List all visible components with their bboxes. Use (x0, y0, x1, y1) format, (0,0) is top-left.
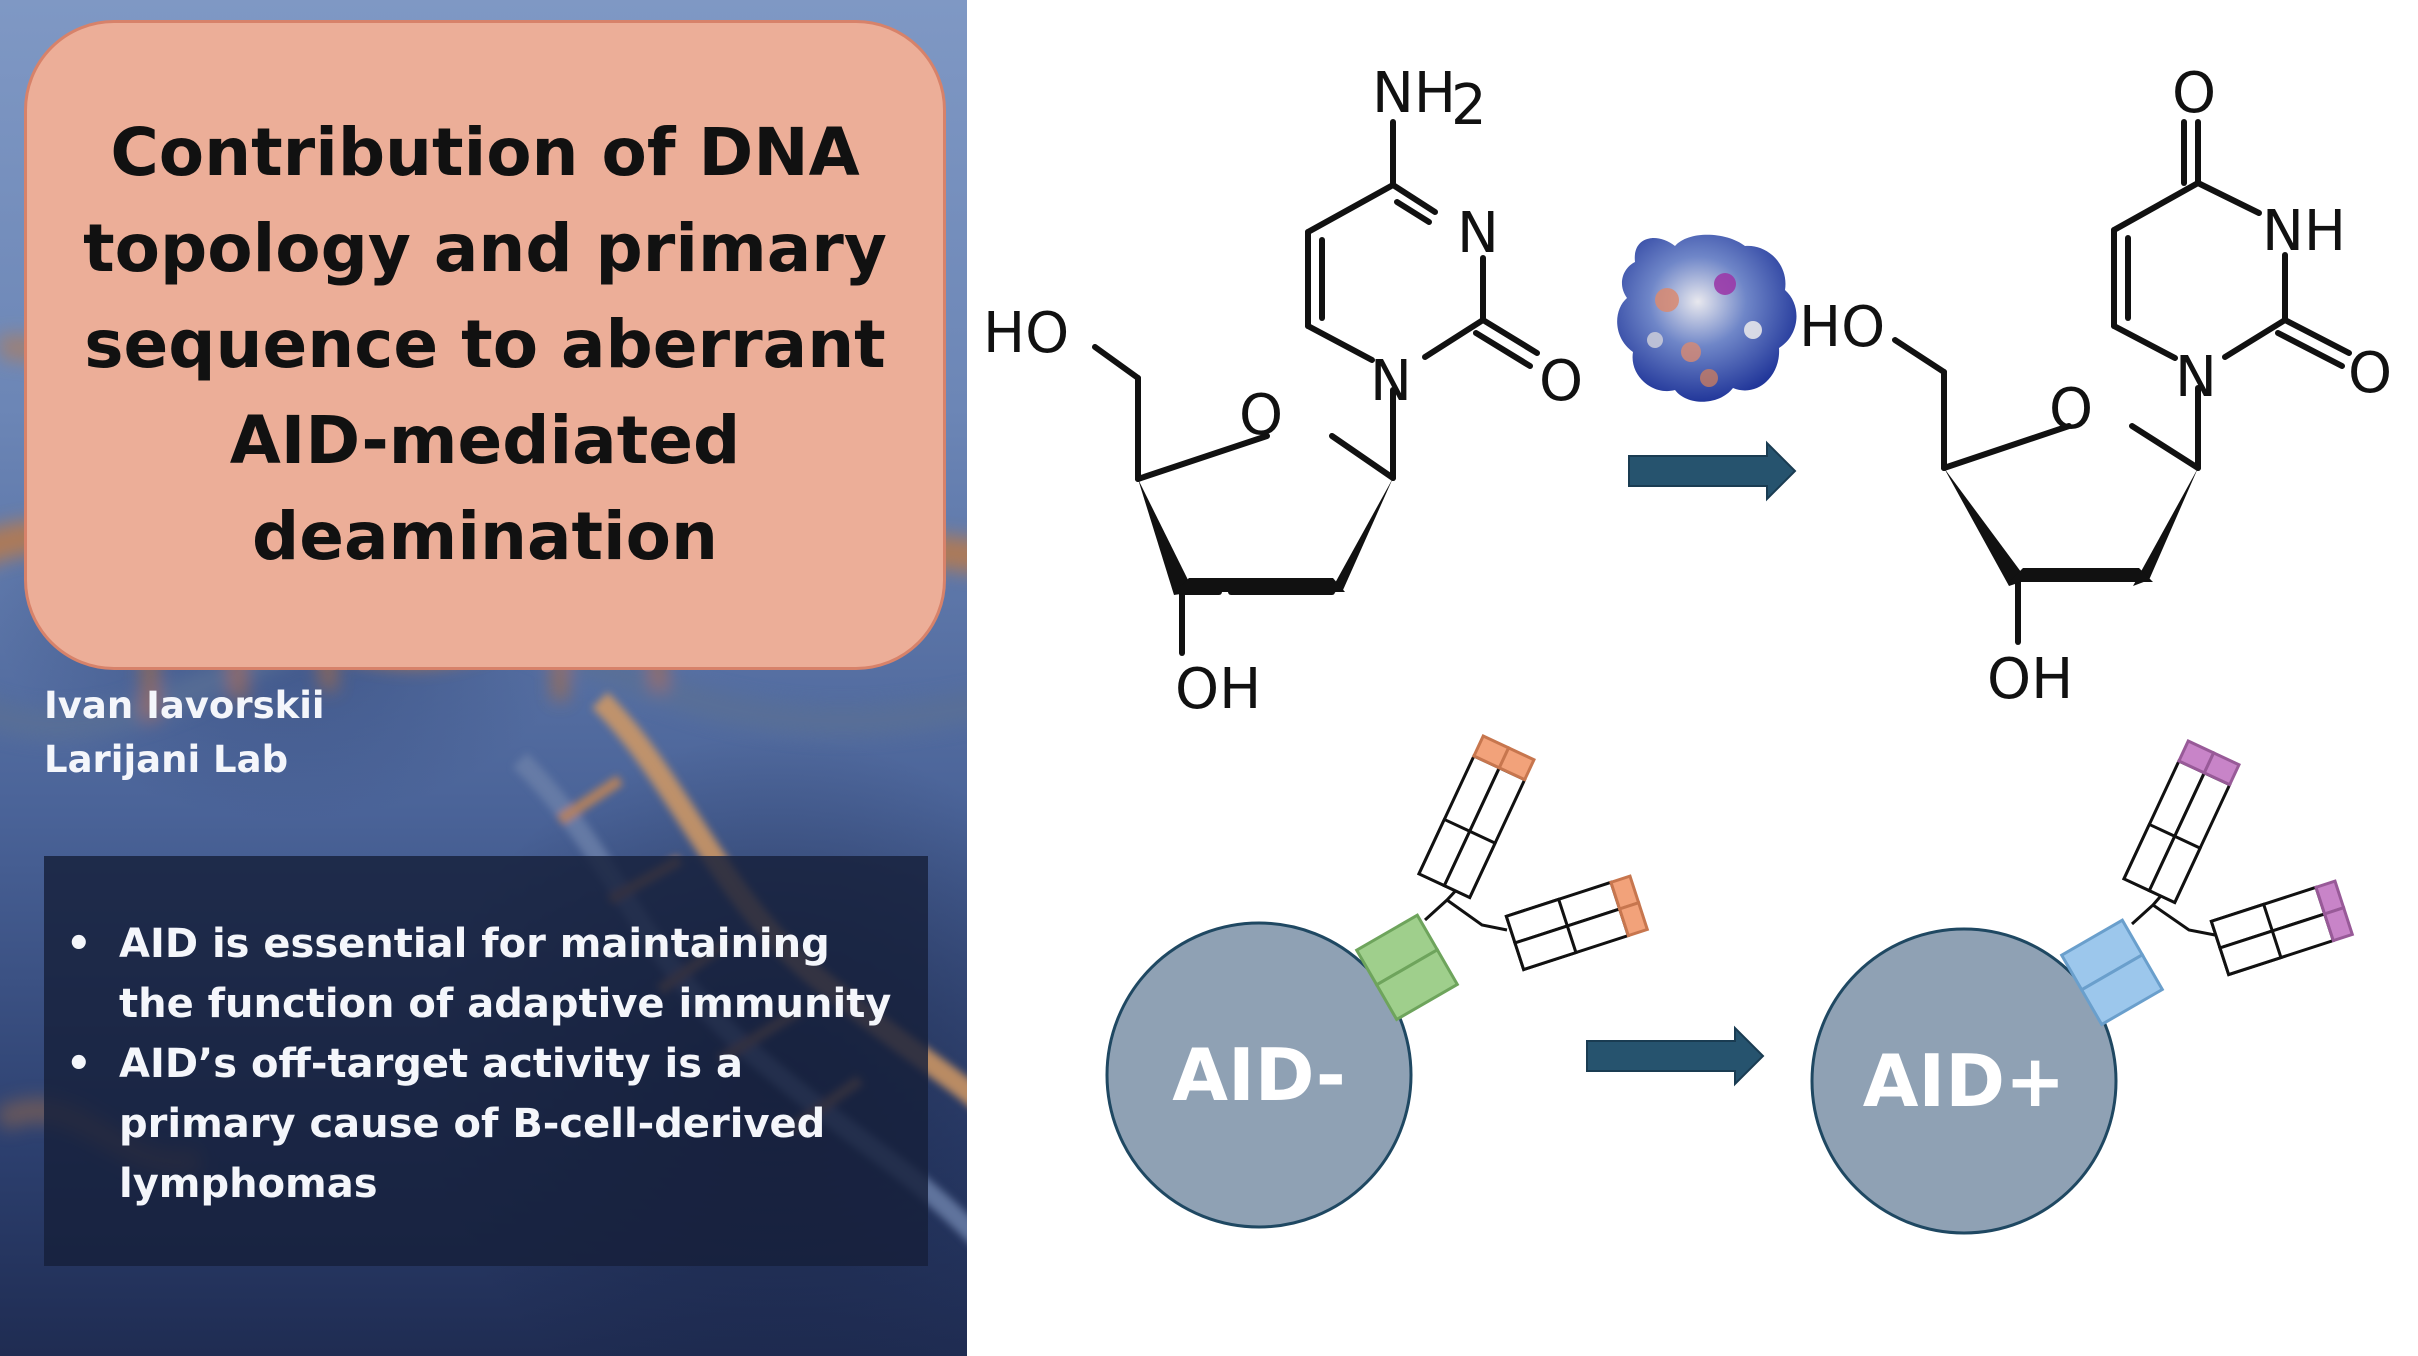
author-name: Ivan Iavorskii (44, 684, 325, 727)
deoxycytidine-structure (1092, 119, 1540, 656)
glycosidic-n-label: N (2175, 345, 2217, 410)
deoxyuridine-structure (1892, 119, 2352, 645)
left-panel: Contribution of DNA topology and primary… (0, 0, 967, 1356)
bullet-box: • AID is essential for maintaining the f… (44, 856, 928, 1266)
bullet-item: • AID is essential for maintaining the f… (44, 914, 908, 1034)
aid-negative-label: AID- (1172, 1033, 1346, 1117)
ring-o-label: O (2049, 377, 2093, 442)
glycosidic-n-label: N (1370, 349, 1412, 414)
b-cell-receptor-icon (1354, 734, 1650, 1022)
deoxyuridine-labels: O NH N O O HO OH (1799, 61, 2392, 712)
b-cell-aid-positive: AID+ (1810, 739, 2355, 1235)
bullet-item: • AID’s off-target activity is a primary… (44, 1034, 908, 1214)
lab-name: Larijani Lab (44, 738, 289, 781)
bullet-dot-icon: • (66, 1041, 92, 1087)
slide-title: Contribution of DNA topology and primary… (83, 114, 887, 575)
bullet-text: AID is essential for maintaining the fun… (119, 921, 892, 1027)
oh-label: OH (1987, 647, 2073, 712)
activation-arrow (1586, 1025, 1765, 1087)
b-cell-receptor-icon (2059, 739, 2355, 1027)
nh-label: NH (2262, 199, 2346, 264)
aid-protein-surface-icon (1617, 234, 1797, 402)
carbonyl-o-label: O (1539, 349, 1583, 414)
aid-positive-label: AID+ (1863, 1039, 2066, 1123)
deoxycytidine-wedges (1138, 478, 1393, 595)
reaction-diagram: NH 2 N N O O HO OH (983, 61, 2392, 1235)
bullet-dot-icon: • (66, 921, 92, 967)
ring-o-label: O (1239, 383, 1283, 448)
oh-label: OH (1175, 657, 1261, 722)
title-box: Contribution of DNA topology and primary… (24, 20, 946, 670)
ho-label: HO (983, 301, 1069, 366)
b-cell-aid-negative: AID- (1105, 734, 1650, 1229)
carbonyl-o-label: O (2348, 341, 2392, 406)
top-carbonyl-o-label: O (2172, 61, 2216, 126)
bullet-text: AID’s off-target activity is a primary c… (119, 1041, 826, 1207)
reaction-arrow (1628, 440, 1797, 502)
amine-label: NH (1372, 61, 1456, 126)
bullet-list: • AID is essential for maintaining the f… (44, 856, 928, 1214)
amine-subscript: 2 (1451, 73, 1487, 138)
deoxycytidine-labels: NH 2 N N O O HO OH (983, 61, 1583, 722)
ring-n-label: N (1457, 201, 1499, 266)
deoxyuridine-wedges (1944, 468, 2198, 586)
ho-label: HO (1799, 295, 1885, 360)
